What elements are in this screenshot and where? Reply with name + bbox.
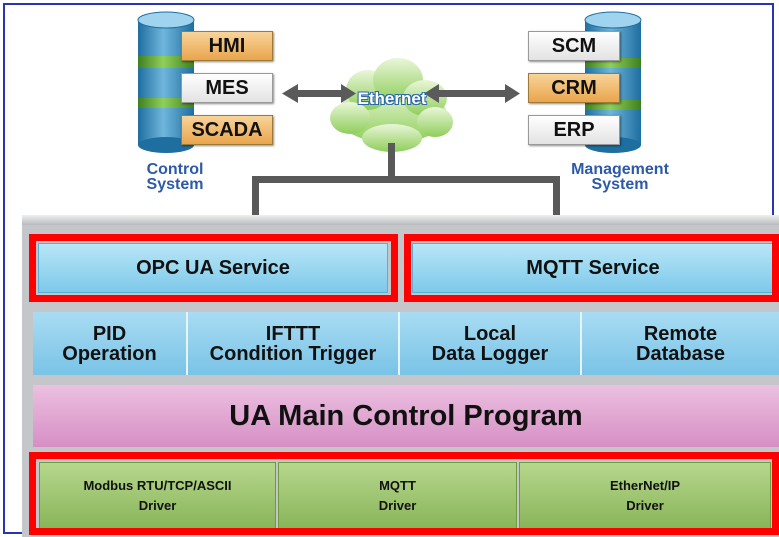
right-arrow-icon <box>424 84 520 103</box>
module-ifttt-line1: IFTTT <box>265 322 321 345</box>
control-item-scada: SCADA <box>181 115 273 145</box>
module-ifttt-line2: Condition Trigger <box>209 342 377 365</box>
platform-top-edge <box>22 215 779 225</box>
driver-modbus-line1: Modbus RTU/TCP/ASCII <box>83 477 232 493</box>
opc-ua-service: OPC UA Service <box>38 243 388 293</box>
module-ifttt-trigger: IFTTT Condition Trigger <box>188 312 400 375</box>
control-item-hmi: HMI <box>181 31 273 61</box>
control-caption-line1: Control <box>146 161 204 178</box>
left-arrow-icon <box>282 84 356 103</box>
module-logger-line2: Data Logger <box>431 342 549 365</box>
driver-modbus-line2: Driver <box>138 497 177 513</box>
control-system-caption: Control System <box>120 161 230 193</box>
module-pid-line1: PID <box>92 322 127 345</box>
management-item-crm: CRM <box>528 73 620 103</box>
management-item-erp: ERP <box>528 115 620 145</box>
module-remote-line1: Remote <box>643 322 718 345</box>
management-caption-line1: Management <box>571 161 669 178</box>
driver-mqtt-line2: Driver <box>378 497 417 513</box>
module-local-data-logger: Local Data Logger <box>400 312 582 375</box>
ua-main-control-program: UA Main Control Program <box>33 385 779 447</box>
management-item-scm: SCM <box>528 31 620 61</box>
driver-ethernetip-line1: EtherNet/IP <box>609 477 681 493</box>
driver-ethernet-ip: EtherNet/IP Driver <box>519 462 771 529</box>
driver-mqtt: MQTT Driver <box>278 462 517 529</box>
module-pid-operation: PID Operation <box>33 312 188 375</box>
connector-lines <box>252 143 560 218</box>
control-item-mes: MES <box>181 73 273 103</box>
ethernet-cloud-icon <box>330 58 453 152</box>
driver-modbus: Modbus RTU/TCP/ASCII Driver <box>39 462 276 529</box>
module-remote-database: Remote Database <box>582 312 779 375</box>
module-pid-line2: Operation <box>62 342 157 365</box>
driver-ethernetip-line2: Driver <box>626 497 664 513</box>
module-remote-line2: Database <box>636 342 725 365</box>
module-logger-line1: Local <box>463 322 517 345</box>
driver-mqtt-line1: MQTT <box>379 477 416 493</box>
ethernet-label: Ethernet <box>357 89 427 108</box>
management-caption-line2: System <box>591 176 649 193</box>
control-caption-line2: System <box>146 176 204 193</box>
mqtt-service: MQTT Service <box>412 243 774 293</box>
management-system-caption: Management System <box>555 161 685 193</box>
